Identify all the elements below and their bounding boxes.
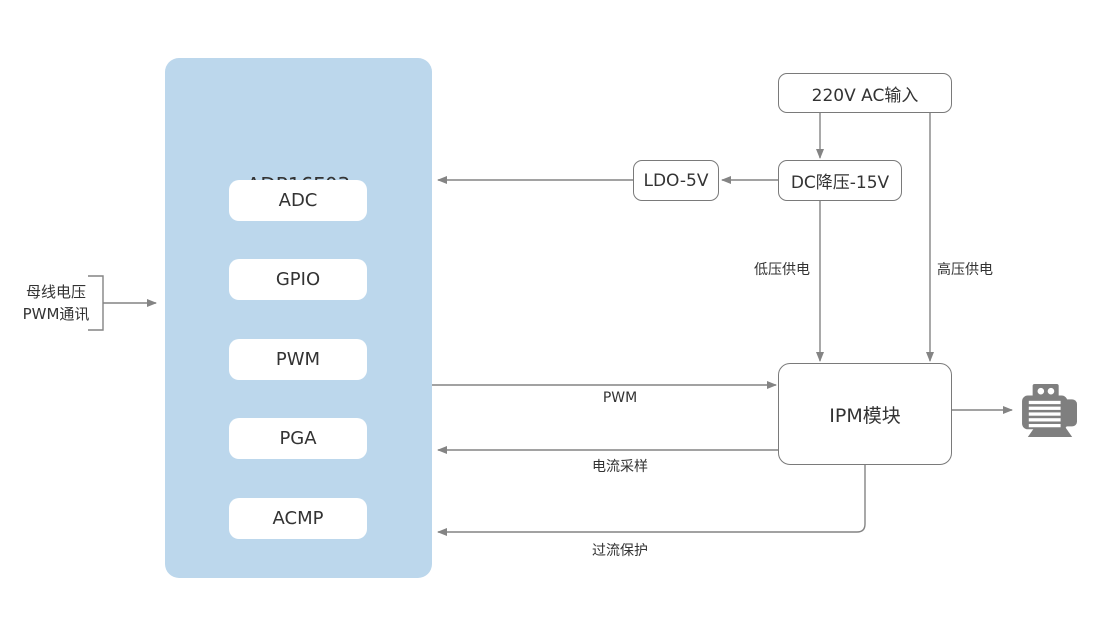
node-dc-buck: DC降压-15V xyxy=(778,160,902,201)
label-pwm: PWM xyxy=(602,390,638,406)
module-pwm: PWM xyxy=(229,339,367,380)
label-high-voltage: 高压供电 xyxy=(937,262,993,278)
input-note-line2: PWM通讯 xyxy=(22,305,90,323)
module-acmp: ACMP xyxy=(229,498,367,539)
node-ipm: IPM模块 xyxy=(778,363,952,465)
node-ldo: LDO-5V xyxy=(633,160,719,201)
label-overcurrent: 过流保护 xyxy=(592,543,648,559)
node-ac-input: 220V AC输入 xyxy=(778,73,952,113)
module-pga: PGA xyxy=(229,418,367,459)
mcu-block: ADP16F03 ADC GPIO PWM PGA ACMP xyxy=(165,58,432,578)
module-gpio: GPIO xyxy=(229,259,367,300)
motor-icon xyxy=(1022,383,1077,437)
label-current-sample: 电流采样 xyxy=(592,459,648,475)
input-note-line1: 母线电压 xyxy=(25,283,86,301)
label-low-voltage: 低压供电 xyxy=(754,262,810,278)
module-adc: ADC xyxy=(229,180,367,221)
input-note: 母线电压 PWM通讯 xyxy=(8,281,104,325)
